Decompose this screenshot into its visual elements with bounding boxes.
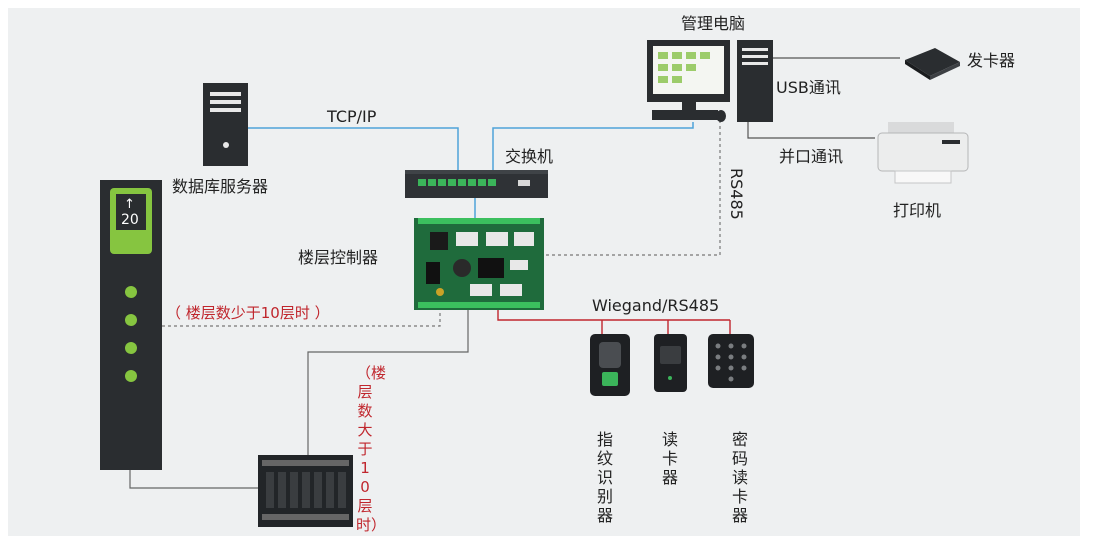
server-tower-icon (203, 83, 248, 166)
floor-arrow-icon: ↑ (124, 197, 135, 212)
parallel-comm-label: 并口通讯 (779, 147, 844, 166)
printer-label: 打印机 (893, 201, 942, 220)
usb-line (767, 57, 900, 72)
elevator-extension-line (129, 470, 258, 489)
tcpip-label: TCP/IP (327, 107, 377, 126)
expansion-board-icon (258, 455, 353, 527)
floors-less-label: （ 楼层数少于10层时 ） (166, 304, 330, 322)
usb-comm-label: USB通讯 (776, 78, 841, 97)
keypad-reader-icon (708, 334, 754, 388)
wiegand-line (497, 310, 730, 321)
card-reader-label: 读卡器 (661, 430, 678, 487)
floors-more-label: （楼层数大于10层时） (356, 364, 387, 534)
pc-switch-line (492, 122, 694, 170)
elevator-panel-icon (100, 180, 162, 470)
card-issuer-label: 发卡器 (967, 51, 1016, 70)
network-switch-icon (405, 170, 548, 198)
floor-display-number: 20 (121, 212, 139, 228)
rs485-line (540, 120, 721, 256)
tcpip-line (248, 127, 459, 170)
wiegand-label: Wiegand/RS485 (592, 296, 720, 315)
fingerprint-reader-icon (590, 334, 630, 396)
card-issuer-icon (905, 48, 960, 80)
db-server-label: 数据库服务器 (172, 177, 269, 196)
printer-icon (877, 122, 969, 184)
desktop-pc-icon (647, 40, 773, 122)
controller-board-icon (414, 218, 544, 310)
card-reader-icon (654, 334, 687, 392)
admin-pc-label: 管理电脑 (681, 14, 746, 33)
direct-floor-line (162, 308, 441, 327)
rs485-label: RS485 (727, 168, 746, 220)
connection-lines (129, 57, 900, 489)
keypad-reader-label: 密码读卡器 (731, 430, 748, 525)
parallel-line (747, 120, 875, 139)
fingerprint-label: 指纹识别器 (596, 430, 613, 525)
switch-label: 交换机 (505, 147, 554, 166)
floor-controller-label: 楼层控制器 (298, 248, 379, 267)
extension-line (307, 310, 469, 455)
